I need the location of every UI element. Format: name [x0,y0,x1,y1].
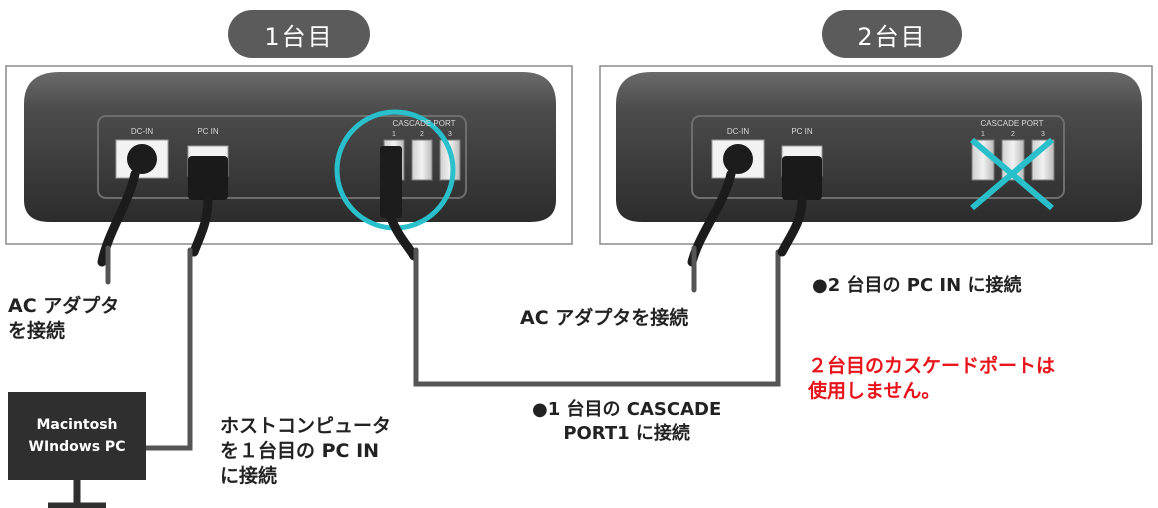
pc-line-2: WIndows PC [28,439,126,455]
warning-label: ２台目のカスケードポートは 使用しません。 [808,355,1056,403]
pc-line-1: Macintosh [36,416,118,433]
hub-1-dc-plug [127,144,157,174]
hub-2-pc-in-label-text: ●2 台目の PC IN に接続 [812,275,1022,296]
hub-2-frame [599,65,1153,245]
hub-2-port-number-2: 2 [1011,131,1015,138]
host-connection-label: ホストコンピュータ を１台目の PC IN に接続 [220,415,392,488]
hub-2-body [616,72,1142,222]
ac-adapter-label-1: AC アダプタ を接続 [8,295,120,343]
hub-2-port-number-3: 3 [1041,131,1045,138]
hub-1 [5,65,573,245]
hub-2-port-number-1: 1 [981,131,985,138]
hub-1-cascade-port-2 [411,139,433,181]
hub-1-port-panel [97,115,467,199]
cascade-connection-line [413,247,781,387]
ac-adapter-label-2: AC アダプタを接続 [520,307,689,329]
hub-2-tab: 2台目 [822,10,962,58]
hub-2-tab-label: 2台目 [857,22,927,51]
hub-1-pc-in-plug [188,156,228,200]
hub-1-tab-label: 1台目 [264,22,334,51]
hub-1-usb-cable [189,195,213,257]
host-computer: Macintosh WIndows PC [8,392,146,480]
hub-1-frame [5,65,573,245]
hub-1-body [24,72,556,222]
hub-1-port-number-1: 1 [392,131,396,138]
cables [97,169,807,451]
not-used-cross-icon [970,137,1054,211]
hub-2-pc-in-label: PC IN [791,127,813,136]
hub-1-port-number-3: 3 [448,131,452,138]
hub-1-cascade-plug [380,146,402,218]
hub-1-power-cable [97,169,140,267]
hub-2-dc-plug [723,144,753,174]
hub-2-pc-in-plug [782,156,822,200]
hub-2-usb-cable [777,195,807,257]
hub-1-cascade-label: CASCADE PORT [393,119,456,128]
hub-2 [599,65,1153,245]
hub-1-cascade-cable [386,213,419,261]
hub-1-dc-in-label: DC-IN [131,127,153,136]
hub-2-port-panel [691,115,1065,199]
hub-1-tab: 1台目 [228,10,370,58]
hub-2-dc-in-label: DC-IN [727,127,749,136]
host-connection-line [143,247,193,451]
hub-1-pc-in-label: PC IN [197,127,219,136]
cascade-connection-label: ●1 台目の CASCADE PORT1 に接続 [532,399,722,444]
hub-1-port-number-2: 2 [420,131,424,138]
hub-2-cascade-label: CASCADE PORT [981,119,1044,128]
